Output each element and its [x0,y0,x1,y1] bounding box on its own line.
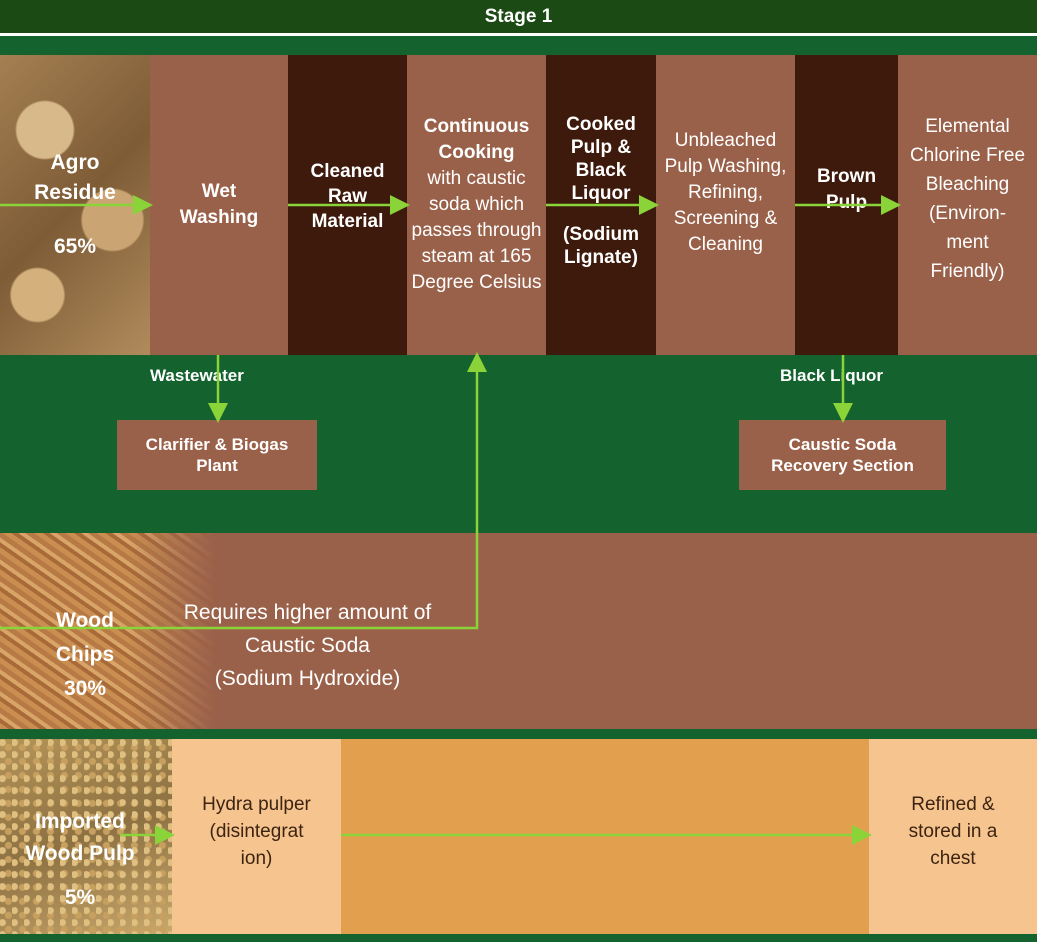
stage-title: Stage 1 [0,0,1037,36]
imported-name-line1: Imported [35,810,125,833]
unbleached-pulp-step: Unbleached Pulp Washing, Refining, Scree… [656,55,795,355]
caustic-recovery-text: Caustic Soda Recovery Section [771,435,914,475]
wood-percent: 30% [63,677,107,700]
wood-chips-label: Wood Chips 30% [30,590,140,720]
imported-pulp-label: Imported Wood Pulp 5% [0,790,160,930]
wood-name-line2: Chips [55,643,115,666]
agro-name-line1: Agro [50,151,100,174]
brown-pulp-line2: Pulp [825,192,868,213]
cooking-description: with caustic soda which passes through s… [411,168,542,293]
brown-pulp-step: Brown Pulp [795,55,898,355]
imported-name-line2: Wood Pulp [25,842,135,865]
agro-residue-label: Agro Residue 65% [0,55,150,355]
clarifier-biogas-box: Clarifier & Biogas Plant [117,420,317,490]
wood-chips-note: Requires higher amount of Caustic Soda (… [145,592,470,698]
imported-percent: 5% [64,886,96,909]
cooked-pulp-title: Cooked Pulp & Black Liquor [566,114,636,204]
ecf-text: Elemental Chlorine Free Bleaching (Envir… [909,116,1026,282]
imported-pulp-image [0,739,172,934]
ecf-bleaching-step: Elemental Chlorine Free Bleaching (Envir… [898,55,1037,355]
hydra-text: Hydra pulper (disintegrat ion) [202,794,311,869]
wet-washing-line2: Washing [179,207,259,228]
wastewater-label: Wastewater [150,366,244,385]
cooking-bold-line1: Continuous [423,116,530,137]
black-liquor-label: Black Liquor [780,366,883,385]
refined-text: Refined & stored in a chest [908,794,998,869]
cleaned-raw-material-step: Cleaned Raw Material [288,55,407,355]
cooked-pulp-sub: (Sodium Lignate) [563,224,639,268]
unbleached-text: Unbleached Pulp Washing, Refining, Scree… [664,130,787,255]
cleaned-raw-line3: Material [311,210,384,232]
wood-note-line3: (Sodium Hydroxide) [214,666,401,690]
brown-pulp-line1: Brown [816,166,877,187]
wood-note-line1: Requires higher amount of [183,600,432,624]
wet-washing-step: Wet Washing [150,55,288,355]
stage-title-text: Stage 1 [484,5,553,27]
cooking-bold-line2: Cooking [438,142,515,163]
agro-percent: 65% [53,235,97,258]
cleaned-raw-line2: Raw [327,185,368,207]
cleaned-raw-line1: Cleaned [310,160,385,182]
cooked-pulp-step: Cooked Pulp & Black Liquor (Sodium Ligna… [546,55,656,355]
agro-name-line2: Residue [34,181,116,204]
continuous-cooking-step: Continuous Cooking with caustic soda whi… [407,55,546,355]
wood-note-line2: Caustic Soda [245,633,370,657]
imported-middle-band [341,739,869,934]
refined-stored-step: Refined & stored in a chest [869,739,1037,934]
clarifier-text: Clarifier & Biogas Plant [145,435,289,475]
wet-washing-line1: Wet [201,181,237,202]
caustic-recovery-box: Caustic Soda Recovery Section [739,420,946,490]
wood-name-line1: Wood [56,609,114,632]
hydra-pulper-step: Hydra pulper (disintegrat ion) [172,739,341,934]
